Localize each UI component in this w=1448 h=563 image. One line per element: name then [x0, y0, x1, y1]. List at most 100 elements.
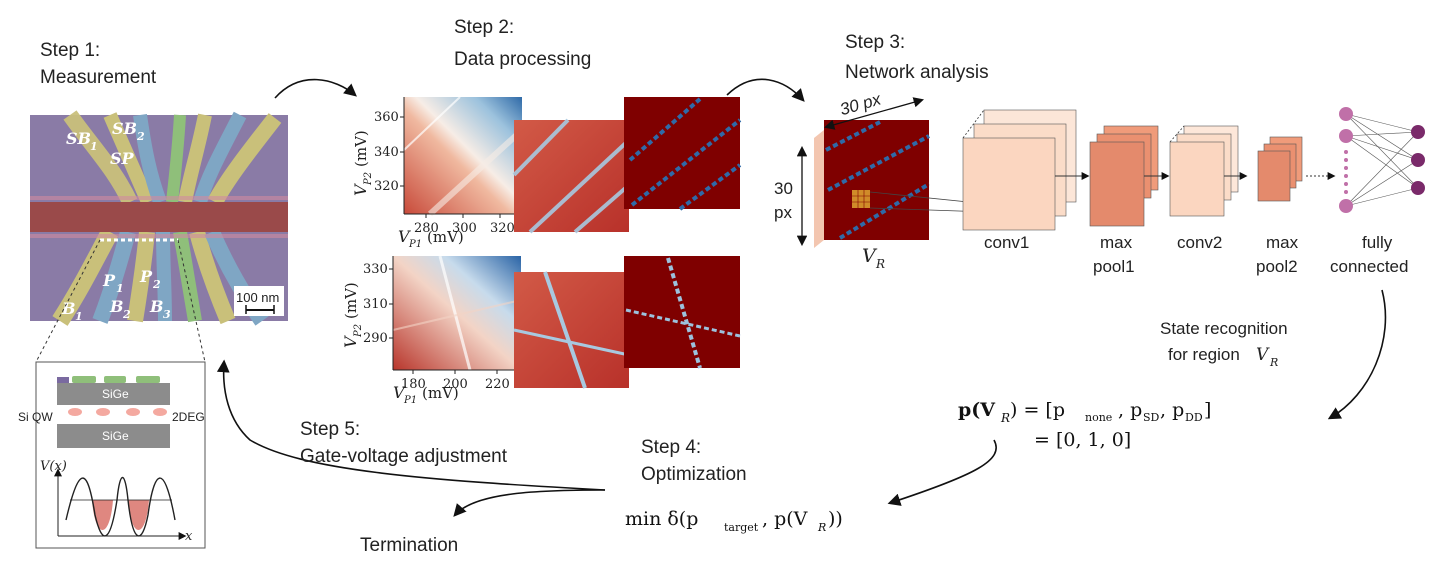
pool2-block: [1257, 136, 1303, 202]
top-xtick-0: 280: [414, 221, 439, 236]
top-ylabel: V: [351, 183, 370, 196]
min-eq-target: target: [724, 521, 759, 534]
bottom-xtick-1: 200: [443, 377, 468, 392]
gate-label-b1: B: [61, 299, 76, 318]
step5-title: Step 5:: [300, 419, 360, 440]
top-ylabel-sub: P2: [363, 172, 374, 186]
gate-label-sb2-sub: 2: [136, 130, 145, 143]
network-input: [814, 120, 995, 248]
arrow-to-termination: [453, 489, 606, 517]
top-ytick-1: 340: [374, 145, 399, 160]
plot-top-binary: [624, 97, 742, 211]
gate-label-b3-sub: 3: [163, 308, 171, 321]
gate-label-b2-sub: 2: [122, 308, 131, 321]
recognition-region: V: [1256, 345, 1270, 365]
top-xlabel-sub: P1: [408, 239, 422, 250]
potential-label: V(x): [40, 459, 67, 474]
device-micrograph: [30, 110, 288, 326]
bottom-ylabel-unit: (mV): [342, 282, 360, 319]
x-axis-label: x: [185, 529, 193, 544]
p-eq-none: none: [1085, 411, 1112, 424]
gate-label-p2-sub: 2: [152, 278, 161, 291]
step4-title: Step 4:: [641, 437, 701, 458]
recognition-line1: State recognition: [1160, 319, 1288, 338]
layer-left-label: Si QW: [18, 410, 53, 424]
layer-label-pool1-b: pool1: [1093, 257, 1135, 276]
bottom-ytick-2: 290: [363, 331, 388, 346]
bottom-ylabel: V: [341, 335, 360, 348]
bottom-ytick-1: 310: [363, 297, 388, 312]
min-eq-suffix: , p(V: [762, 508, 808, 530]
layer-label-conv2: conv2: [1177, 233, 1222, 252]
gate-label-p2: P: [139, 267, 153, 286]
top-xlabel: V: [398, 227, 411, 246]
top-ytick-2: 320: [374, 179, 399, 194]
bottom-xtick-2: 220: [485, 377, 510, 392]
step5-label: Gate-voltage adjustment: [300, 446, 508, 467]
top-xtick-2: 320: [490, 221, 515, 236]
bottom-ytick-0: 330: [363, 262, 388, 277]
fully-connected-block: [1339, 107, 1425, 213]
step1-title: Step 1:: [40, 40, 100, 61]
p-eq-rhs: ) = [p: [1010, 399, 1065, 421]
scale-bar-label: 100 nm: [236, 290, 279, 305]
termination-label: Termination: [360, 535, 458, 556]
top-ytick-0: 360: [374, 110, 399, 125]
step4-label: Optimization: [641, 464, 747, 485]
plot-top-filtered: [512, 118, 631, 234]
p-eq-close: ]: [1204, 399, 1211, 421]
gate-labels: SB 1 SB 2 SP P 1 P 2 B 1 B 2 B 3: [61, 119, 171, 323]
p-eq-lhs: p(V: [958, 399, 996, 421]
plot-top-raw: [400, 96, 525, 218]
layer-label-pool2-a: max: [1266, 233, 1299, 252]
bottom-ylabel-sub: P2: [353, 324, 364, 338]
zoom-line-left: [35, 239, 101, 363]
bottom-xlabel-unit: (mV): [422, 384, 459, 402]
layer-label-conv1: conv1: [984, 233, 1029, 252]
plot-bottom-binary: [624, 256, 741, 369]
bottom-xtick-0: 180: [401, 377, 426, 392]
gate-label-p1: P: [102, 271, 116, 290]
layer-right-label: 2DEG: [172, 410, 205, 424]
gate-label-sp: SP: [110, 149, 135, 168]
conv1-block: [962, 109, 1077, 231]
arrow-step2-to-step3: [726, 78, 805, 102]
top-ylabel-unit: (mV): [352, 130, 370, 167]
step3-label: Network analysis: [845, 62, 989, 83]
p-eq-sd: SD: [1143, 411, 1160, 424]
zoom-line-right: [177, 239, 206, 363]
top-xlabel-unit: (mV): [427, 228, 464, 246]
size-arrow-top: [823, 97, 925, 130]
recognition-region-sub: R: [1269, 356, 1278, 369]
p-eq-comma-1: , p: [1118, 399, 1142, 421]
arrow-step1-to-step2: [274, 78, 357, 99]
conv2-block: [1169, 125, 1239, 217]
layer-label-fc-b: connected: [1330, 257, 1408, 276]
heterostructure-inset: [35, 361, 206, 549]
p-eq-dd: DD: [1185, 411, 1203, 424]
size-label-left-1: 30: [774, 179, 793, 198]
plot-bottom-filtered: [513, 271, 630, 389]
top-xtick-1: 300: [452, 221, 477, 236]
step3-title: Step 3:: [845, 32, 905, 53]
arrow-p-to-step4: [887, 439, 997, 506]
min-eq-sub: R: [817, 521, 826, 534]
arrow-step3-to-p: [1327, 289, 1387, 420]
recognition-line2: for region: [1168, 345, 1240, 364]
layer-bottom-label: SiGe: [102, 429, 129, 443]
input-label-sub: R: [875, 257, 885, 271]
bottom-xlabel-sub: P1: [403, 395, 417, 406]
gate-label-sb-sub: 1: [90, 140, 98, 153]
gate-label-sb2: SB: [112, 119, 137, 138]
p-eq-lhs-sub: R: [1000, 411, 1010, 425]
plot-bottom-raw: [389, 255, 522, 374]
size-label-left-2: px: [774, 203, 792, 222]
layer-label-pool2-b: pool2: [1256, 257, 1298, 276]
layer-label-pool1-a: max: [1100, 233, 1133, 252]
layer-top-label: SiGe: [102, 387, 129, 401]
p-eq-value: = [0, 1, 0]: [1034, 429, 1131, 451]
step2-title: Step 2:: [454, 17, 514, 38]
input-label: V: [862, 245, 878, 267]
gate-label-b2: B: [109, 297, 124, 316]
